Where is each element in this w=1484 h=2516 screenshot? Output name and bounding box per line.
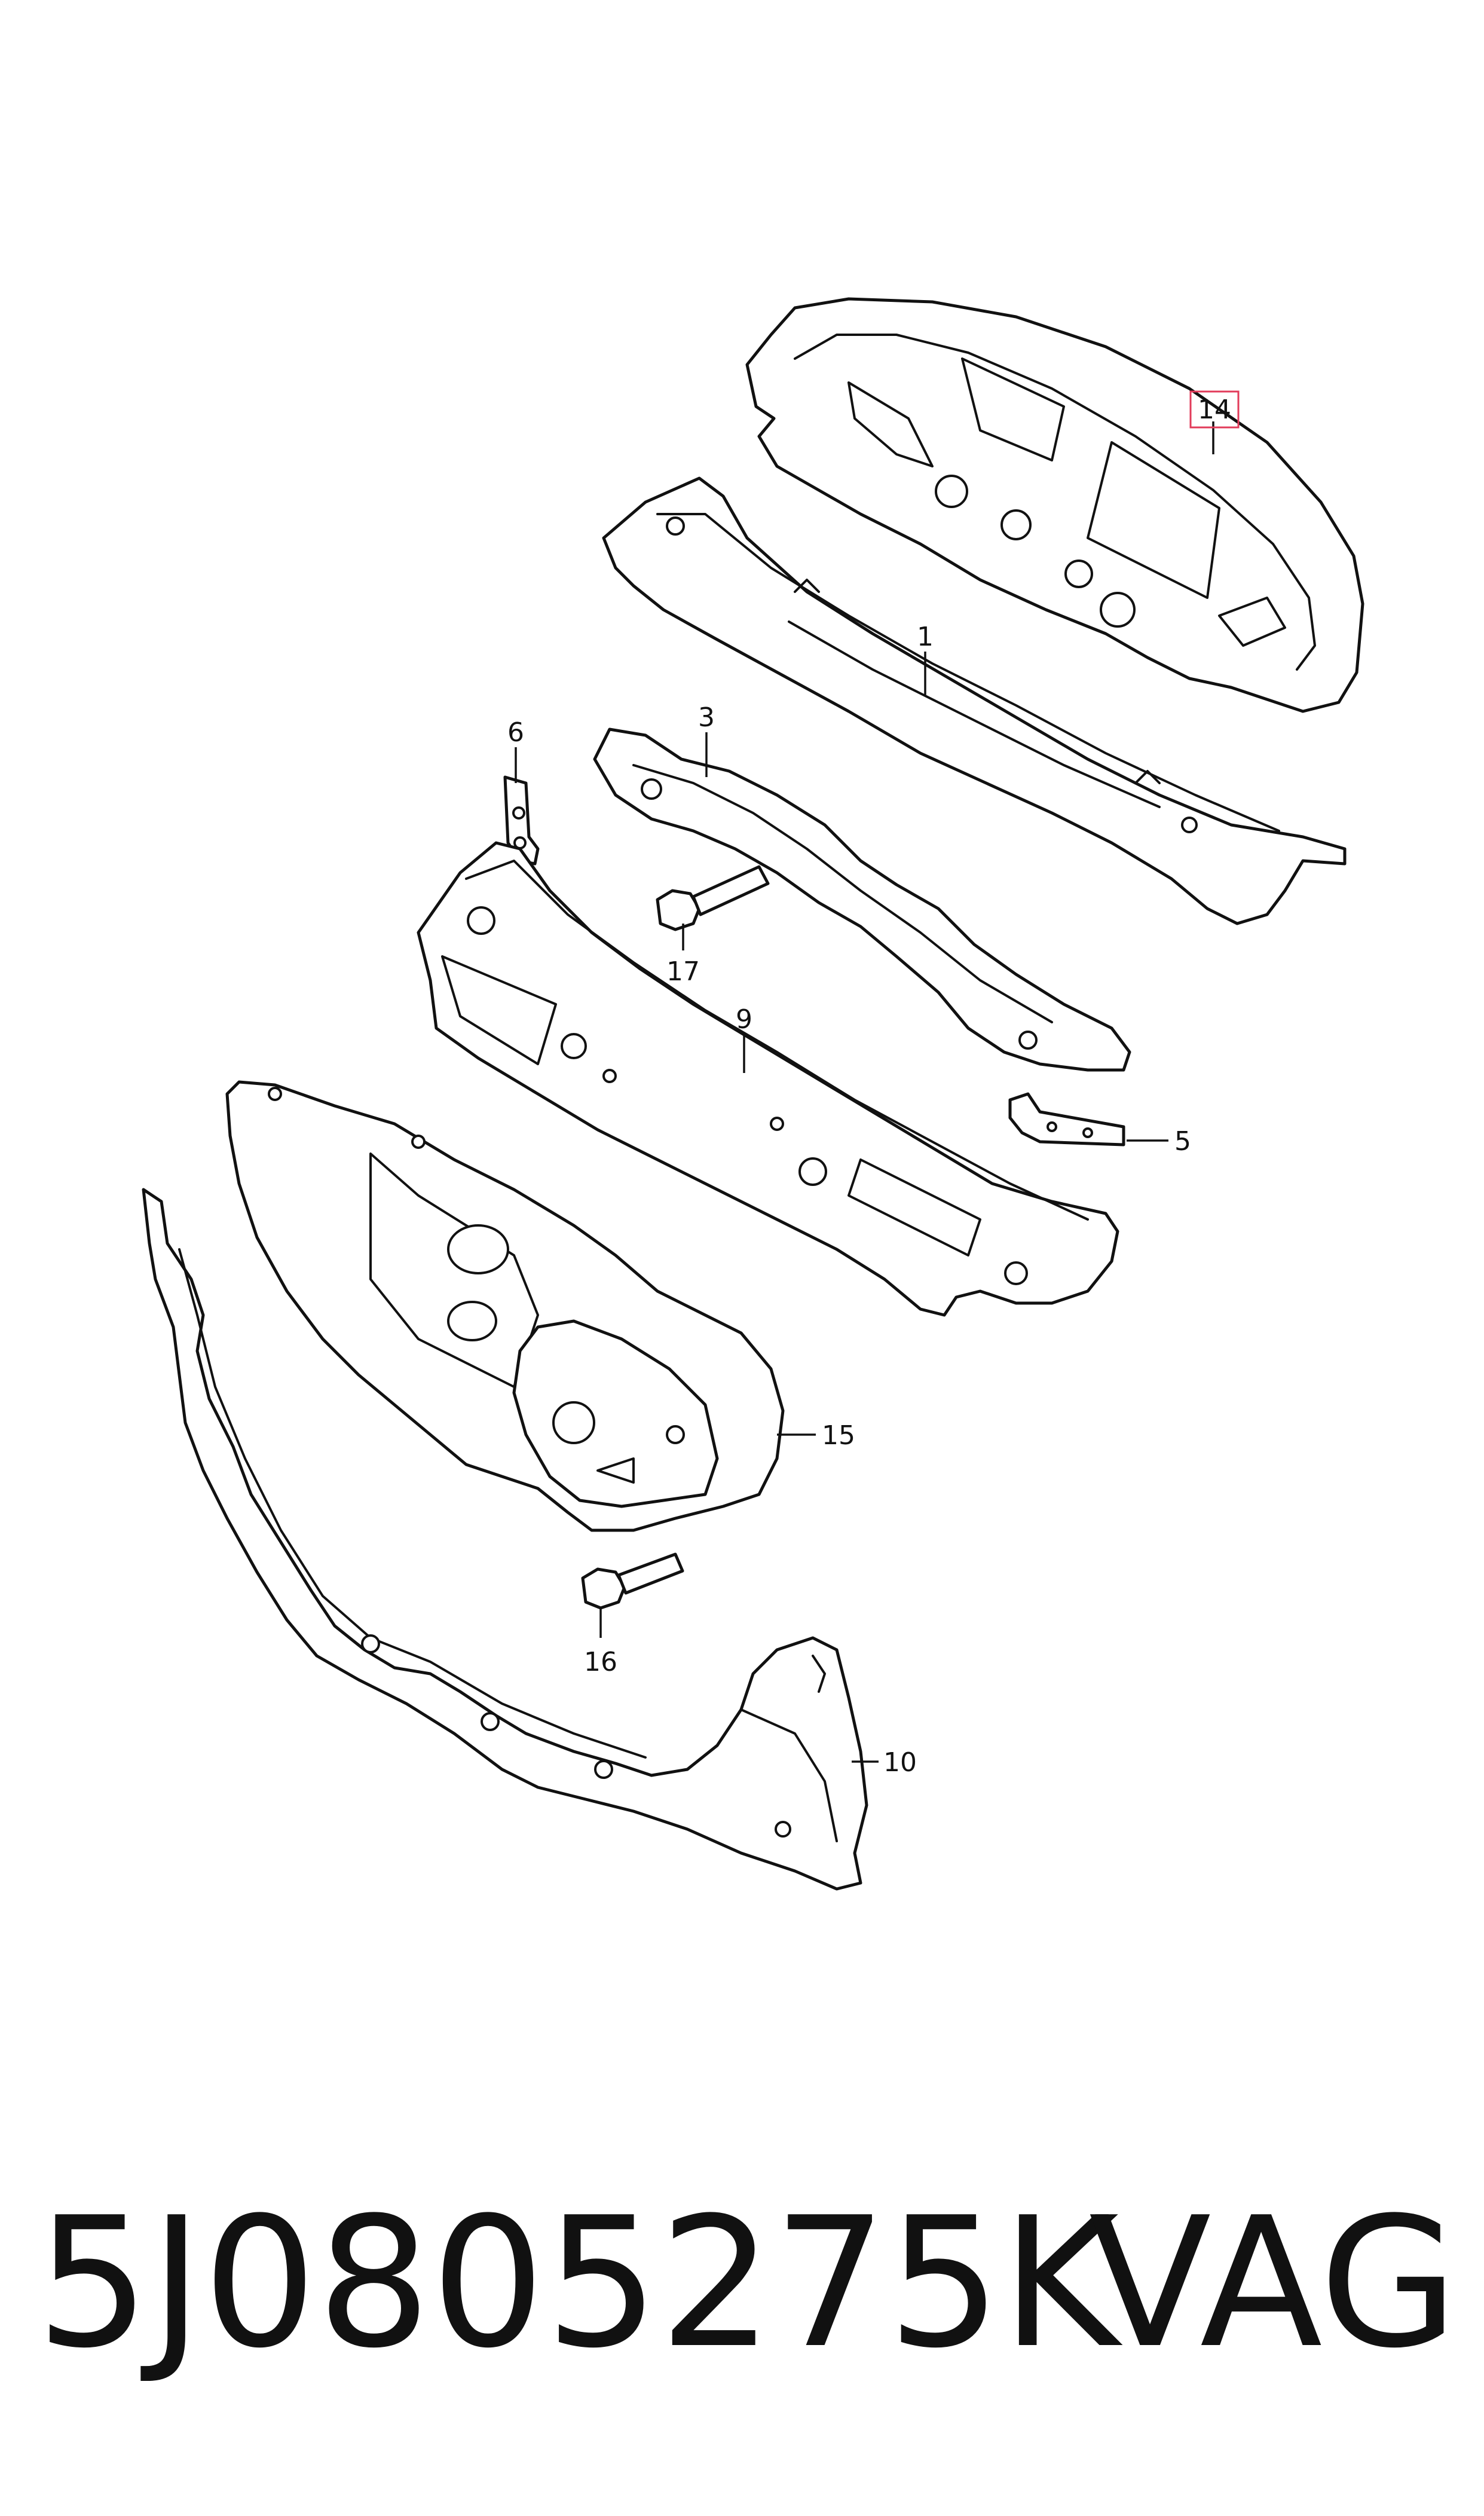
callout-6: 6 xyxy=(507,717,524,748)
callout-labels: 14 1 3 6 17 9 5 15 16 10 xyxy=(507,390,1240,1778)
callout-14-highlight xyxy=(1189,390,1240,429)
part-9-cowl-lower xyxy=(417,841,1119,1317)
callout-1: 1 xyxy=(917,622,934,652)
part-3-support-strip xyxy=(593,727,1131,1072)
part-number: 5J0805275K xyxy=(36,2179,1119,2387)
leader-lines xyxy=(515,421,1214,1763)
part-17-bolt xyxy=(656,865,770,931)
part-10-frame xyxy=(142,1188,868,1891)
callout-15: 15 xyxy=(822,1420,855,1451)
part-15-bulkhead-insulation xyxy=(225,1080,785,1532)
callout-3: 3 xyxy=(698,702,715,733)
callout-17: 17 xyxy=(666,956,700,987)
part-16-bolt xyxy=(581,1552,684,1610)
footer-label: 5J0805275K VAG xyxy=(36,2158,1458,2409)
brand-name: VAG xyxy=(1088,2179,1458,2387)
part-5-plate xyxy=(1008,1092,1125,1147)
parts-diagram: 14 1 3 6 17 9 5 15 16 10 xyxy=(142,297,1364,1891)
part-6-bracket xyxy=(503,775,540,866)
callout-9: 9 xyxy=(736,1004,752,1035)
exploded-view-drawing: 14 1 3 6 17 9 5 15 16 10 xyxy=(142,297,1364,1891)
part-1-cowl-upper xyxy=(602,476,1347,925)
callout-16: 16 xyxy=(584,1647,617,1677)
part-14-cover-panel xyxy=(745,297,1364,713)
callout-5: 5 xyxy=(1174,1126,1191,1157)
callout-10: 10 xyxy=(883,1747,917,1778)
callout-14: 14 xyxy=(1198,395,1231,425)
